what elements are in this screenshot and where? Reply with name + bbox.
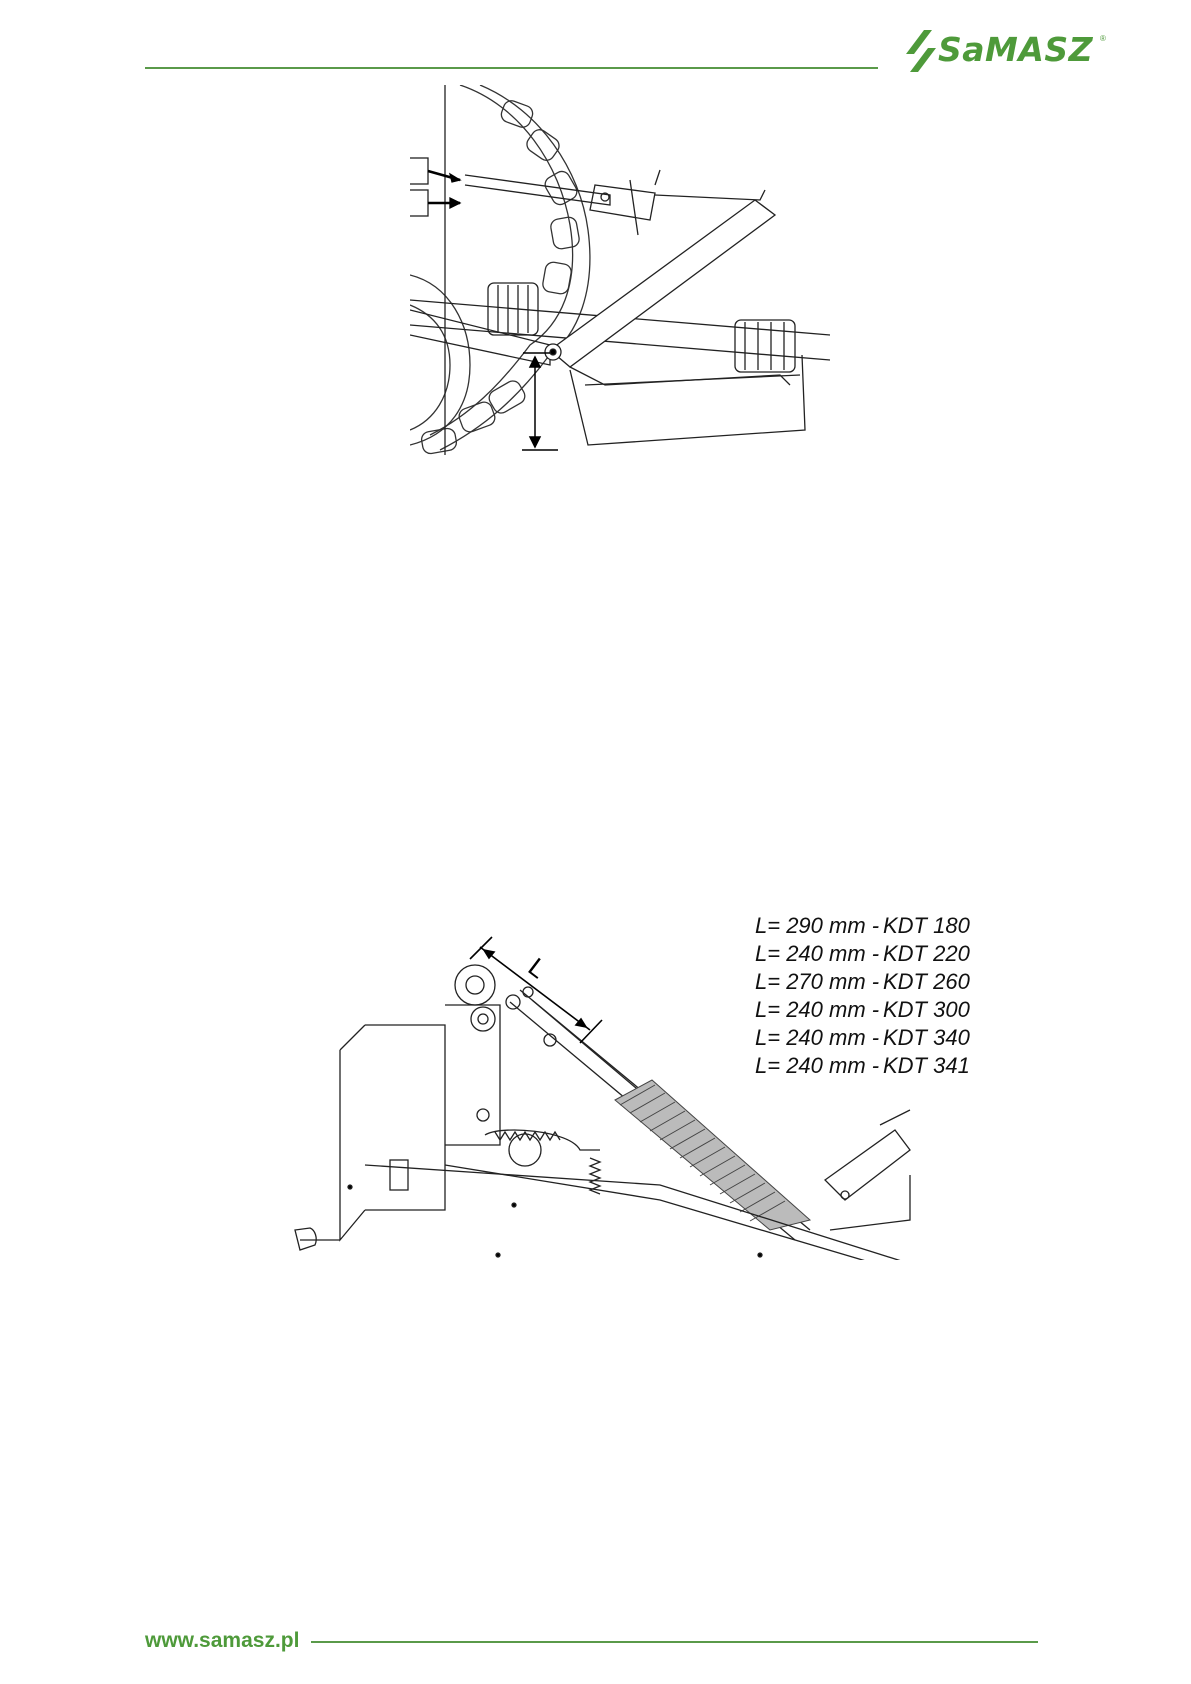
callout-box-2 [410, 190, 428, 216]
lower-spring [485, 1130, 600, 1194]
model-name: KDT 341 [883, 1053, 970, 1078]
spring-length-table: L= 290 mm -KDT 180 L= 240 mm -KDT 220 L=… [755, 912, 1005, 1080]
callout-arrows [428, 171, 460, 203]
length-row: L= 240 mm -KDT 220 [755, 940, 1005, 968]
samasz-logo: SaMASZ ® [902, 28, 1107, 74]
height-dimension [522, 353, 558, 450]
model-name: KDT 340 [883, 1025, 970, 1050]
length-row: L= 270 mm -KDT 260 [755, 968, 1005, 996]
model-name: KDT 180 [883, 913, 970, 938]
logo-registered-mark: ® [1100, 34, 1106, 43]
headstock-frame [295, 965, 500, 1250]
footer-rule [311, 1641, 1038, 1643]
length-value: L= 290 mm - [755, 912, 883, 940]
figure-hitch-height [410, 85, 840, 490]
length-value: L= 240 mm - [755, 996, 883, 1024]
dimension-l [470, 937, 602, 1043]
dimension-l-label: L [523, 952, 553, 985]
length-row: L= 240 mm -KDT 340 [755, 1024, 1005, 1052]
model-name: KDT 300 [883, 997, 970, 1022]
logo-mark-icon [902, 28, 942, 74]
header-rule [145, 67, 878, 69]
callout-box-1 [410, 158, 428, 184]
length-row: L= 240 mm -KDT 300 [755, 996, 1005, 1024]
mower-deck [348, 1110, 930, 1260]
mower-beam [410, 200, 805, 445]
main-spring [615, 1080, 810, 1230]
length-value: L= 270 mm - [755, 968, 883, 996]
length-row: L= 240 mm -KDT 341 [755, 1052, 1005, 1080]
length-value: L= 240 mm - [755, 940, 883, 968]
footer-website-link[interactable]: www.samasz.pl [145, 1629, 299, 1653]
model-name: KDT 220 [883, 941, 970, 966]
model-name: KDT 260 [883, 969, 970, 994]
logo-text: SaMASZ [938, 30, 1093, 70]
length-value: L= 240 mm - [755, 1024, 883, 1052]
length-row: L= 290 mm -KDT 180 [755, 912, 1005, 940]
tractor-wheel [410, 85, 590, 455]
length-value: L= 240 mm - [755, 1052, 883, 1080]
